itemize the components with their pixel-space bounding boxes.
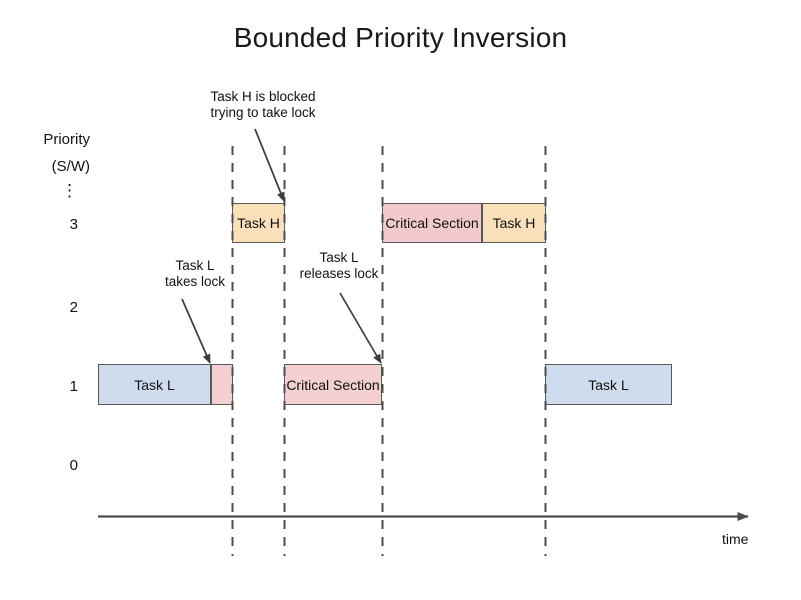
annotation-task-h-blocked-line2: trying to take lock <box>210 105 316 120</box>
block-critical-section-high: Critical Section <box>382 203 482 243</box>
block-task-h-blocked: Task H <box>232 203 285 243</box>
y-tick-1: 1 <box>69 378 78 395</box>
annotation-task-l-releases-lock: Task L releases lock <box>281 250 397 282</box>
diagram-title: Bounded Priority Inversion <box>233 22 568 53</box>
block-task-l-resumed: Task L <box>545 364 672 405</box>
y-tick-3: 3 <box>69 216 78 233</box>
block-task-h-running: Task H <box>482 203 546 243</box>
annotation-task-h-blocked-line1: Task H is blocked <box>210 89 316 104</box>
y-axis-ellipsis: ⋮ <box>61 181 78 200</box>
block-task-l-lock-held <box>211 364 233 405</box>
arrow-task-l-releases-lock <box>339 292 382 364</box>
x-axis-label: time <box>722 531 749 547</box>
arrow-task-h-blocked <box>254 128 285 202</box>
block-critical-section-low: Critical Section <box>284 364 382 405</box>
annotation-task-h-blocked: Task H is blocked trying to take lock <box>178 89 348 121</box>
annotation-task-l-takes-lock-line1: Task L <box>175 258 215 273</box>
y-tick-2: 2 <box>69 299 78 316</box>
y-axis-title-line2: (S/W) <box>51 158 90 175</box>
y-tick-0: 0 <box>69 457 78 474</box>
block-task-l-first: Task L <box>98 364 211 405</box>
y-axis-title-line1: Priority <box>43 131 90 148</box>
annotation-task-l-releases-lock-line2: releases lock <box>299 266 379 281</box>
annotation-task-l-takes-lock-line2: takes lock <box>164 274 226 289</box>
annotation-task-l-releases-lock-line1: Task L <box>319 250 359 265</box>
annotation-task-l-takes-lock: Task L takes lock <box>137 258 253 290</box>
arrow-task-l-takes-lock <box>181 298 211 364</box>
